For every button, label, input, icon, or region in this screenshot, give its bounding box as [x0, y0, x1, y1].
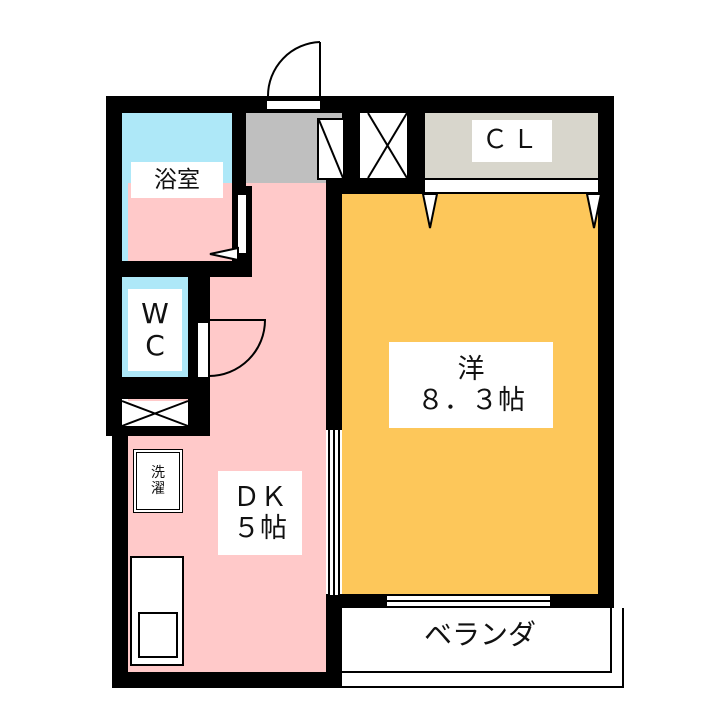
wc-door-swing-icon [208, 319, 267, 377]
veranda [342, 608, 612, 673]
sliding-door-divider [333, 430, 335, 595]
veranda-label-text: ベランダ [423, 617, 536, 651]
dk-upper-notch [240, 183, 326, 273]
wall-bottom [112, 672, 342, 688]
wc-label-line2: C [145, 329, 165, 362]
entrance-door-swing-icon [267, 41, 321, 98]
pipe-shaft-x-icon [367, 112, 408, 179]
wall-right [598, 96, 614, 606]
wc-label: W C [128, 289, 182, 371]
laundry-space [133, 449, 183, 513]
closet-door-marker-icon [585, 193, 603, 229]
shoe-cabinet-diagonal-icon [318, 119, 344, 179]
wall-dk-western [326, 178, 342, 430]
wc-label-line1: W [141, 296, 169, 330]
closet-door-track [425, 178, 598, 194]
laundry-label: 洗 濯 [139, 455, 177, 507]
western-room-label-line1: 洋 [457, 353, 485, 385]
wall-top [106, 96, 614, 113]
bath-label: 浴室 [131, 162, 223, 198]
bath-door [237, 194, 247, 254]
veranda-window-divider [387, 600, 550, 602]
dk-label-line2: ５帖 [233, 513, 287, 544]
bath-door-marker-icon [209, 246, 239, 262]
wall-closet-bottom [342, 178, 425, 194]
laundry-label-line1: 洗 [151, 464, 165, 481]
closet-label-text: ＣＬ [481, 125, 542, 156]
wall-bath-right [232, 96, 246, 186]
wall-storage-bottom [106, 426, 210, 436]
dk-label-line1: ＤＫ [233, 481, 287, 513]
veranda-outer-rail [342, 608, 624, 688]
storage-x-icon [121, 400, 189, 427]
wall-entrance-right [342, 96, 360, 194]
entrance-door-opening [266, 100, 321, 110]
wall-wc-bottom [106, 377, 210, 399]
wall-dk-western-low [326, 595, 342, 688]
closet-door-marker-icon [421, 193, 439, 229]
western-room-label: 洋 ８．３帖 [389, 342, 553, 428]
wall-shaft-right [407, 96, 425, 194]
veranda-label: ベランダ [380, 612, 580, 658]
wc-door [197, 322, 209, 378]
kitchen-sink [138, 612, 178, 658]
laundry-label-line2: 濯 [151, 481, 165, 497]
closet-label: ＣＬ [472, 120, 552, 162]
bath-label-text: 浴室 [154, 166, 200, 193]
wall-bath-bottom [106, 261, 252, 277]
western-room-label-line2: ８．３帖 [417, 385, 525, 416]
dk-label: ＤＫ ５帖 [218, 471, 302, 555]
wall-left-lower [112, 430, 128, 688]
